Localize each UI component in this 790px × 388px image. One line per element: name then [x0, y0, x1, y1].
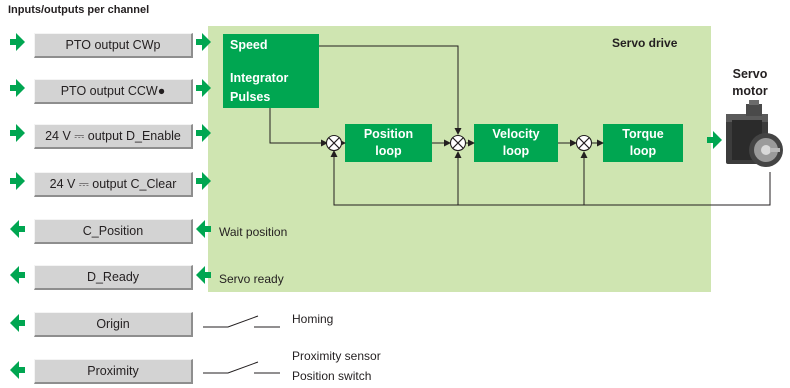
homing-label: Homing — [292, 312, 334, 326]
arrow-in-right-1 — [196, 33, 211, 51]
servo-drive-label: Servo drive — [612, 36, 678, 50]
position-loop-line1: Position — [363, 127, 414, 141]
servo-motor-icon — [726, 100, 783, 167]
io-box-origin: Origin — [34, 312, 193, 337]
arrow-out-left-7 — [10, 314, 25, 332]
pulses-label: Pulses — [230, 90, 271, 104]
io-box-proximity: Proximity — [34, 359, 193, 384]
homing-switch-icon — [203, 315, 280, 328]
io-box-pto-ccw: PTO output CCW● — [34, 79, 193, 104]
io-box-pto-cwp: PTO output CWp — [34, 33, 193, 58]
velocity-loop-line1: Velocity — [492, 127, 540, 141]
arrow-in-right-3 — [196, 124, 211, 142]
input-arrows — [10, 33, 722, 190]
arrow-in-right-2 — [196, 79, 211, 97]
summing-junction-torque — [575, 134, 593, 152]
output-arrows — [10, 220, 211, 379]
io-box-d-ready: D_Ready — [34, 265, 193, 290]
position-loop-line2: loop — [375, 144, 402, 158]
signal-lines — [269, 45, 771, 206]
arrow-out-right-6 — [196, 266, 211, 284]
torque-loop-line1: Torque — [622, 127, 664, 141]
summing-junctions — [325, 134, 593, 152]
summing-junction-position — [325, 134, 343, 152]
arrow-out-right-5 — [196, 220, 211, 238]
integrator-label: Integrator — [230, 71, 289, 85]
arrow-in-left-1 — [10, 33, 25, 51]
arrow-in-left-2 — [10, 79, 25, 97]
arrow-out-left-8 — [10, 361, 25, 379]
torque-loop-block: Torque loop — [603, 124, 683, 162]
arrow-out-left-5 — [10, 220, 25, 238]
arrow-in-right-4 — [196, 172, 211, 190]
io-box-d-enable: 24 V ⎓ output D_Enable — [34, 124, 193, 149]
servo-motor-title-line1: Servo — [732, 67, 768, 81]
servo-motor-title-line2: motor — [732, 84, 768, 98]
proximity-sensor-label: Proximity sensor — [292, 349, 381, 363]
io-box-c-clear: 24 V ⎓ output C_Clear — [34, 172, 193, 197]
position-switch-label: Position switch — [292, 369, 372, 383]
arrow-in-left-4 — [10, 172, 25, 190]
velocity-loop-block: Velocity loop — [474, 124, 558, 162]
position-loop-block: Position loop — [345, 124, 432, 162]
switch-symbols — [203, 315, 280, 374]
servo-ready-label: Servo ready — [219, 272, 284, 286]
io-box-c-position: C_Position — [34, 219, 193, 244]
velocity-loop-line2: loop — [502, 144, 530, 158]
summing-junction-velocity — [449, 134, 467, 152]
proximity-switch-icon — [203, 361, 280, 374]
arrow-in-left-3 — [10, 124, 25, 142]
torque-loop-line2: loop — [629, 144, 657, 158]
speed-label: Speed — [230, 38, 268, 52]
speed-integrator-pulses-block: Speed Integrator Pulses — [223, 34, 319, 108]
servo-motor-title: Servo motor — [724, 66, 776, 100]
arrow-out-left-6 — [10, 266, 25, 284]
wait-position-label: Wait position — [219, 225, 288, 239]
arrow-to-motor — [707, 131, 722, 149]
heading: Inputs/outputs per channel — [8, 4, 150, 16]
